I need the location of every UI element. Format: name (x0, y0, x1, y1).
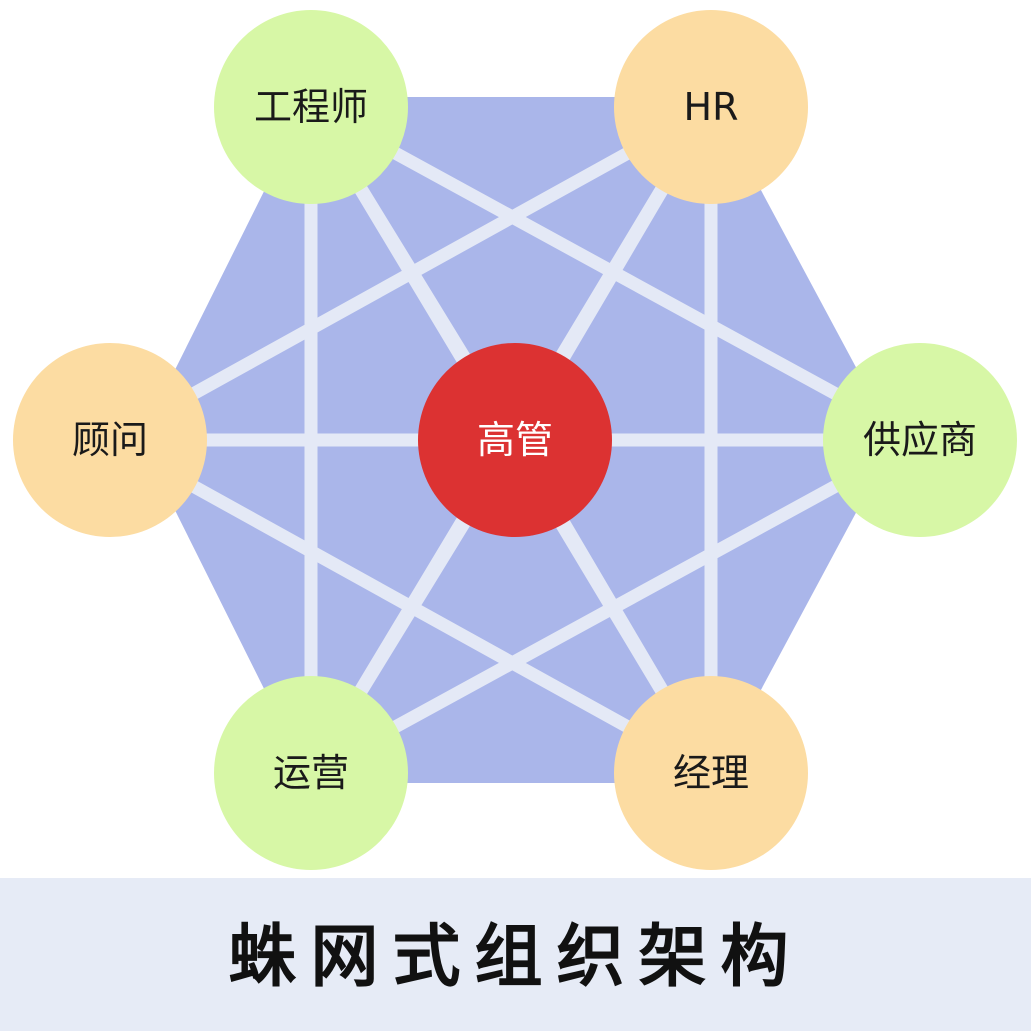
node-center-circle (418, 343, 612, 537)
footer-banner: 蛛网式组织架构 (0, 878, 1031, 1031)
node-consultant-circle (13, 343, 207, 537)
node-engineer: 工程师 (214, 10, 408, 204)
node-engineer-label: 工程师 (254, 85, 368, 129)
node-manager-circle (614, 676, 808, 870)
connector-hr-consultant (103, 100, 718, 447)
node-consultant-label: 顾问 (72, 418, 148, 462)
node-operations: 运营 (214, 676, 408, 870)
node-operations-circle (214, 676, 408, 870)
node-operations-label: 运营 (273, 751, 349, 795)
node-engineer-circle (214, 10, 408, 204)
node-manager-label: 经理 (673, 751, 749, 795)
node-supplier-circle (823, 343, 1017, 537)
node-supplier-label: 供应商 (863, 418, 977, 462)
diagram-title: 蛛网式组织架构 (228, 918, 803, 997)
node-supplier: 供应商 (823, 343, 1017, 537)
node-center: 高管 (418, 343, 612, 537)
node-manager: 经理 (614, 676, 808, 870)
node-center-label: 高管 (477, 418, 553, 462)
node-hr-label: HR (684, 85, 739, 129)
node-consultant: 顾问 (13, 343, 207, 537)
node-hr: HR (614, 10, 808, 204)
node-hr-circle (614, 10, 808, 204)
